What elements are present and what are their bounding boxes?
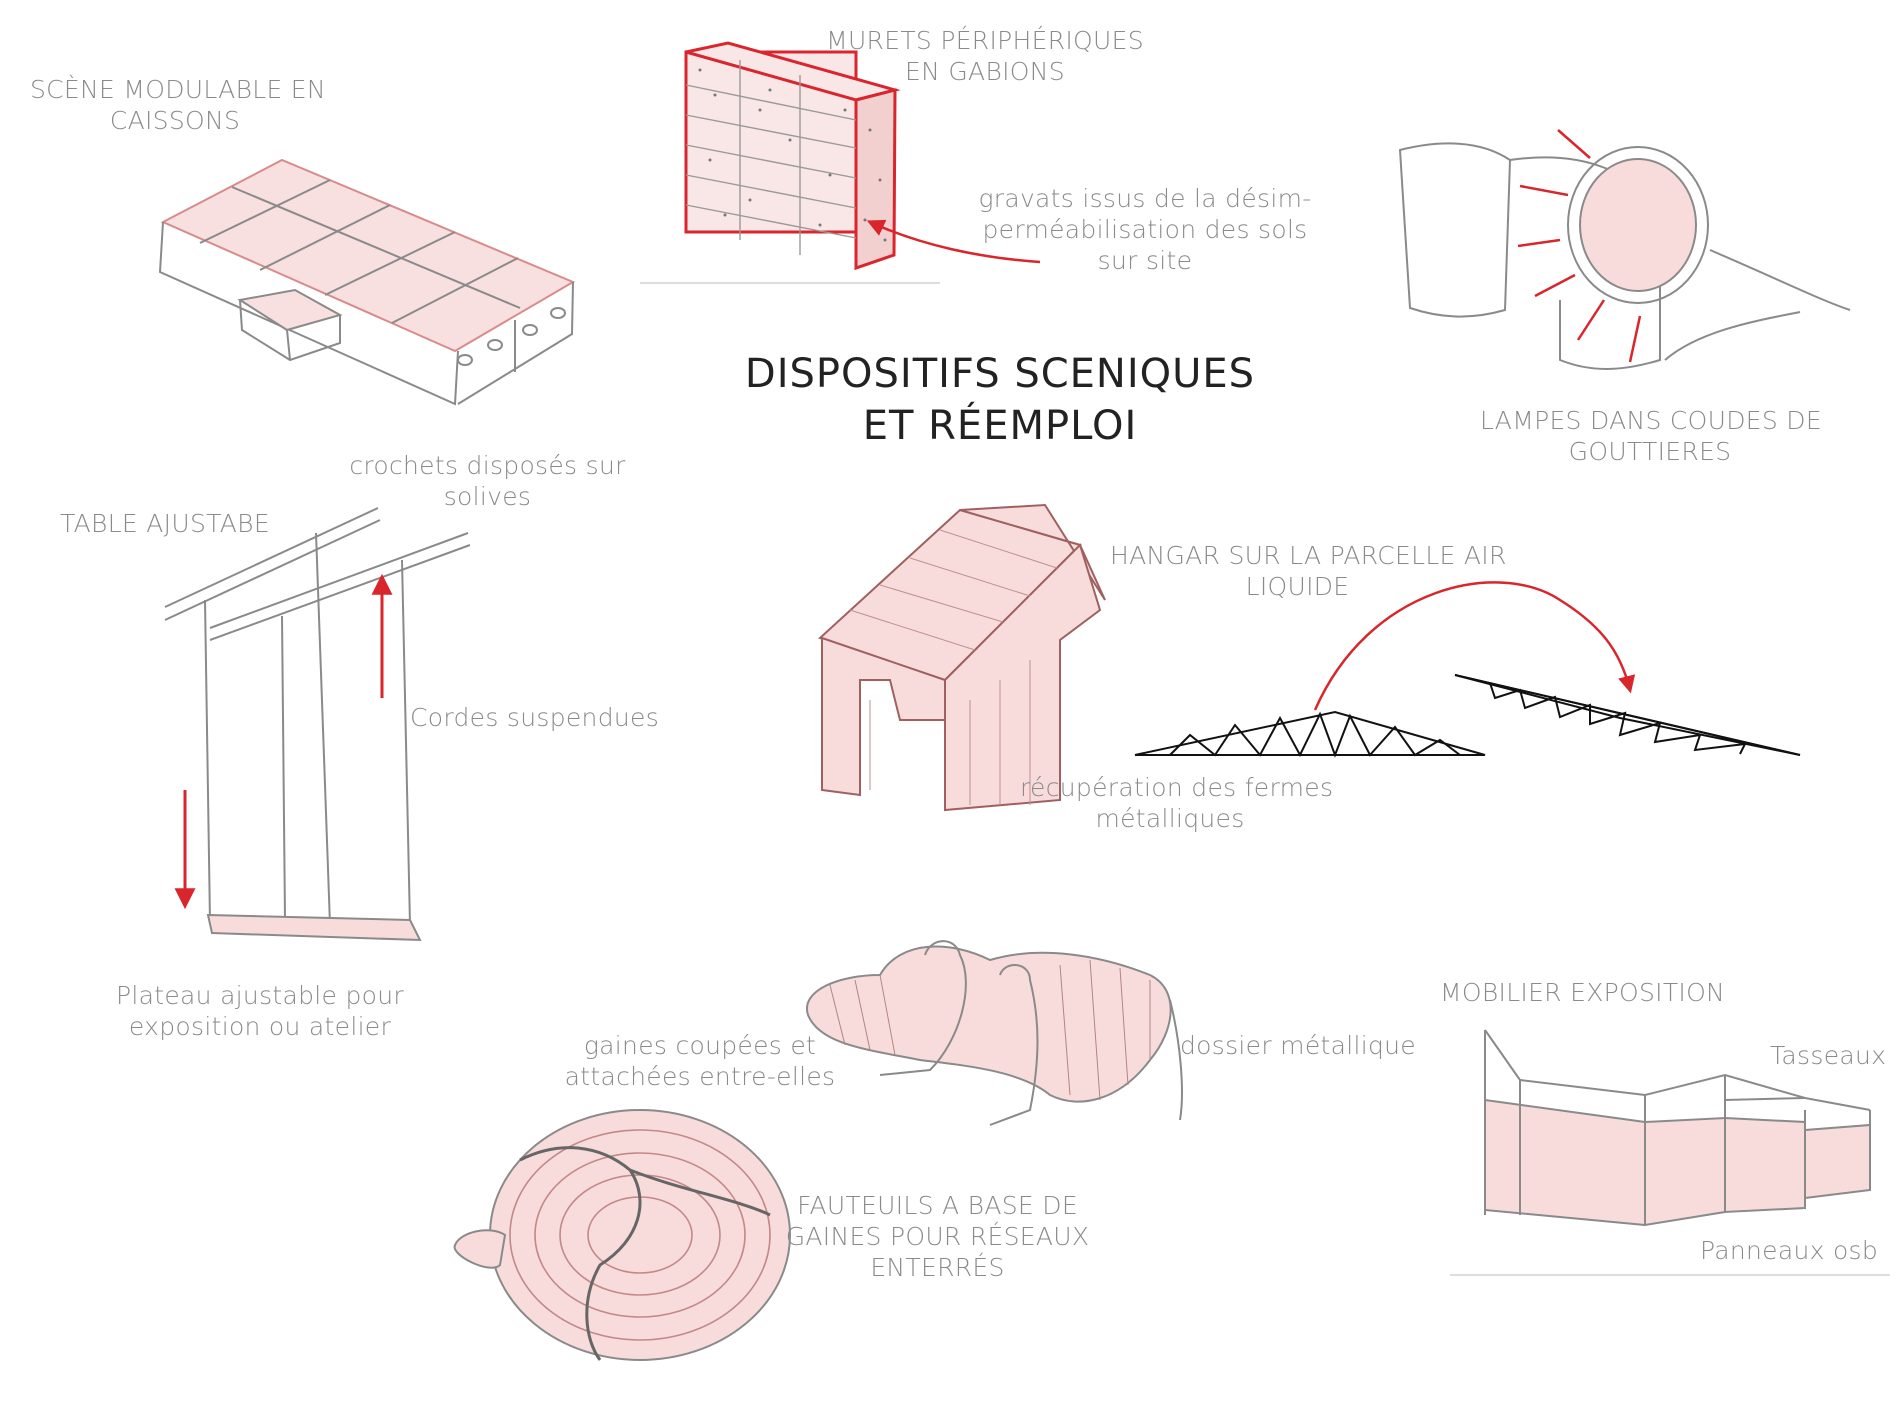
label-murets: MURETS PÉRIPHÉRIQUES EN GABIONS — [825, 25, 1145, 87]
label-crochets: crochets disposés sur solives — [345, 450, 630, 512]
label-fauteuils-line2: GAINES POUR RÉSEAUX — [785, 1222, 1090, 1251]
label-gravats: gravats issus de la désim- perméabilisat… — [970, 183, 1320, 276]
duct-armchair-sketch — [805, 940, 1183, 1126]
label-dossier: dossier métallique — [1180, 1030, 1420, 1061]
label-murets-line2: EN GABIONS — [905, 57, 1065, 86]
label-scene-line2: CAISSONS — [109, 106, 241, 135]
label-gravats-line2: perméabilisation des sols — [982, 215, 1308, 244]
label-fauteuils-line3: ENTERRÉS — [870, 1253, 1005, 1282]
metal-trusses — [1134, 581, 1801, 758]
duct-coil-sketch — [453, 1109, 791, 1361]
label-table: TABLE AJUSTABE — [60, 508, 280, 539]
label-tasseaux-line1: Tasseaux — [1770, 1041, 1887, 1070]
label-fermes: récupération des fermes métalliques — [1020, 772, 1334, 834]
gabion-wall-sketch — [640, 41, 1041, 284]
label-hangar: HANGAR SUR LA PARCELLE AIR LIQUIDE — [1110, 540, 1507, 602]
label-scene: SCÈNE MODULABLE EN CAISSONS — [30, 74, 326, 136]
label-plateau-line1: Plateau ajustable pour — [116, 981, 404, 1010]
label-fermes-line2: métalliques — [1095, 804, 1245, 833]
label-gaines-line2: attachées entre-elles — [564, 1062, 836, 1091]
label-panneaux-line1: Panneaux osb — [1700, 1236, 1879, 1265]
gutter-elbow-lamp-sketch — [1398, 129, 1851, 370]
label-cordes: Cordes suspendues — [410, 702, 660, 733]
label-cordes-line1: Cordes suspendues — [410, 703, 660, 732]
label-plateau-line2: exposition ou atelier — [128, 1012, 392, 1041]
hangar-sketch — [818, 503, 1106, 812]
label-fauteuils-line1: FAUTEUILS A BASE DE — [797, 1191, 1078, 1220]
label-hangar-line2: LIQUIDE — [1245, 572, 1350, 601]
diagram-title: DISPOSITIFS SCENIQUES ET RÉEMPLOI — [640, 348, 1360, 452]
label-fermes-line1: récupération des fermes — [1020, 773, 1334, 802]
label-mobilier: MOBILIER EXPOSITION — [1440, 977, 1726, 1008]
title-line1: DISPOSITIFS SCENIQUES — [744, 351, 1256, 397]
label-crochets-line1: crochets disposés sur — [349, 451, 626, 480]
label-lampes: LAMPES DANS COUDES DE GOUTTIERES — [1480, 405, 1822, 467]
label-gravats-line3: sur site — [1097, 246, 1193, 275]
label-plateau: Plateau ajustable pour exposition ou ate… — [100, 980, 420, 1042]
label-murets-line1: MURETS PÉRIPHÉRIQUES — [826, 26, 1144, 55]
label-mobilier-line1: MOBILIER EXPOSITION — [1440, 978, 1726, 1007]
label-crochets-line2: solives — [443, 482, 532, 511]
label-table-line1: TABLE AJUSTABE — [60, 509, 270, 538]
label-fauteuils: FAUTEUILS A BASE DE GAINES POUR RÉSEAUX … — [785, 1190, 1090, 1283]
label-lampes-line2: GOUTTIERES — [1568, 437, 1732, 466]
label-gaines-line1: gaines coupées et — [583, 1031, 817, 1060]
label-gravats-line1: gravats issus de la désim- — [978, 184, 1312, 213]
label-scene-line1: SCÈNE MODULABLE EN — [30, 75, 326, 104]
label-hangar-line1: HANGAR SUR LA PARCELLE AIR — [1110, 541, 1507, 570]
adjustable-table-sketch — [164, 507, 471, 942]
label-tasseaux: Tasseaux — [1770, 1040, 1890, 1071]
label-panneaux: Panneaux osb — [1700, 1235, 1890, 1266]
label-gaines: gaines coupées et attachées entre-elles — [560, 1030, 840, 1092]
label-dossier-line1: dossier métallique — [1180, 1031, 1416, 1060]
title-line2: ET RÉEMPLOI — [862, 403, 1138, 449]
stage-caissons-sketch — [158, 158, 576, 406]
exhibition-furniture-sketch — [1450, 1029, 1890, 1276]
label-lampes-line1: LAMPES DANS COUDES DE — [1480, 406, 1822, 435]
